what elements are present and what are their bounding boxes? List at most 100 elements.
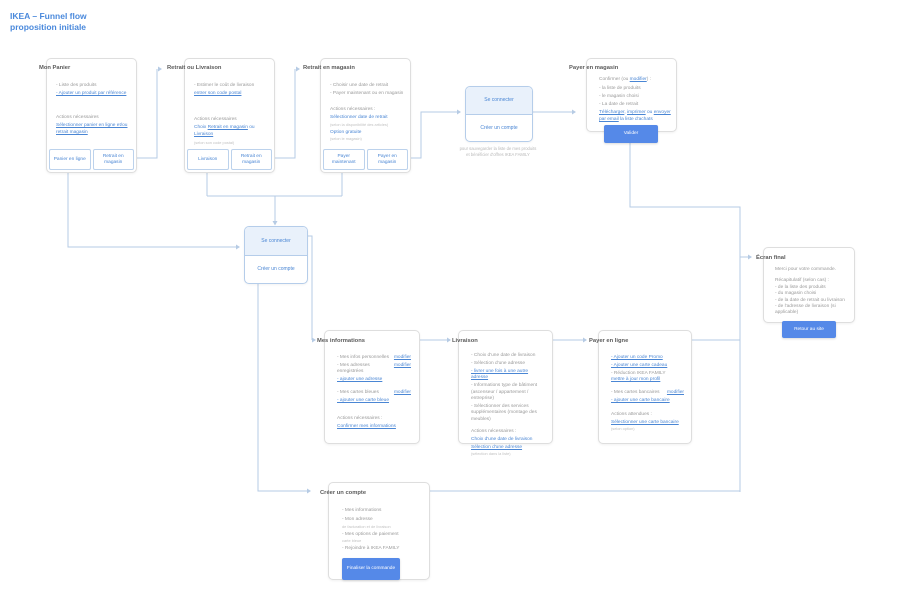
adresses-row: - Mes adresses enregistrées modifier (337, 363, 411, 376)
livraison-button[interactable]: Livraison (187, 149, 229, 170)
payer-en-magasin-button[interactable]: Payer en magasin (366, 149, 408, 170)
link-code-promo[interactable]: - Ajouter un code Promo (611, 355, 663, 360)
modifier-link[interactable]: modifier (666, 389, 684, 395)
retrait-en-magasin-button[interactable]: Retrait en magasin (92, 149, 134, 170)
connector (257, 282, 307, 492)
bullet-cartes-bleues: - Mes cartes bleues (337, 389, 379, 395)
node-content: Confirmer (ou modifier) : - la liste de … (587, 59, 676, 131)
node-mon-panier: Mon Panier - Liste des produits - Ajoute… (39, 58, 137, 173)
bullet-type-batiment: - Informations type de bâtiment (ascense… (471, 383, 538, 401)
link-ajouter-carte-bleue[interactable]: - ajouter une carte bleue (337, 397, 389, 403)
link-mettre-a-jour-profil[interactable]: mettre à jour mon profil (611, 377, 661, 383)
link-confirmer-informations[interactable]: Confirmer mes informations (337, 423, 396, 429)
bullet-rejoindre-family: - Rejoindre à IKEA FAMILY (342, 546, 400, 552)
node-title-payer-en-magasin: Payer en magasin (569, 65, 619, 71)
connector (273, 69, 296, 159)
finaliser-commande-button[interactable]: Finaliser la commande (342, 558, 400, 580)
connector (135, 69, 158, 159)
bullet-cartes-bancaires: - Mes cartes bancaires (611, 389, 660, 395)
node-content: - Choix d'une date de livraison - Sélect… (459, 331, 552, 456)
arrowhead (296, 66, 300, 72)
creer-un-compte-button[interactable]: Créer un compte (257, 266, 295, 273)
node-title-mon-panier: Mon Panier (39, 65, 71, 71)
link-retrait-magasin[interactable]: Retrait en magasin (207, 125, 248, 131)
node-content: Merci pour votre commande. Récapitulatif… (764, 248, 854, 322)
creer-un-compte-button[interactable]: Créer un compte (480, 124, 518, 131)
link-carte-cadeau[interactable]: - Ajouter une carte cadeau (611, 362, 668, 368)
node-payer-en-ligne: Payer en ligne - Ajouter un code Promo -… (589, 330, 692, 444)
link-envoyer-email[interactable]: envoyer par email (599, 110, 671, 122)
recap-item: - de la liste des produits (775, 284, 826, 290)
recap-item: - du magasin choisi (775, 291, 817, 297)
valider-button[interactable]: Valider (604, 125, 658, 143)
button-row: Panier en ligne Retrait en magasin (49, 149, 134, 170)
link-telecharger[interactable]: Télécharger (599, 110, 625, 116)
bullet-services: - Sélectionner des services supplémentai… (471, 403, 537, 422)
node-creer-un-compte: Créer un compte - Mes informations - Mon… (320, 482, 430, 580)
action-note: (selon option) (611, 426, 635, 432)
connector (206, 171, 343, 221)
button-row: Payer maintenant Payer en magasin (323, 149, 408, 170)
arrowhead (272, 221, 278, 226)
node-retrait-ou-livraison: Retrait ou Livraison - Estimer le coût d… (167, 58, 275, 173)
arrowhead (447, 337, 451, 343)
link-livraison[interactable]: Livraison (194, 131, 214, 137)
link-code-postal[interactable]: entrer son code postal (194, 90, 242, 96)
se-connecter-button[interactable]: Se connecter (466, 87, 532, 115)
bullet-mon-adresse: - Mon adresse (342, 517, 373, 523)
node-connexion-mini: Se connecter Créer un compte (465, 86, 533, 142)
action-option-gratuite[interactable]: Option gratuite (330, 129, 362, 135)
caption-line1: pour sauvegarder la liste de mes produit… (459, 146, 537, 151)
bullet-date-retrait: - Choisir une date de retrait (330, 83, 389, 88)
bullet-reduction-family: - Réduction IKEA FAMILY (611, 370, 666, 376)
bullet-estimer-cout: - Estimer le coût de livraison (194, 83, 255, 88)
retrait-en-magasin-button[interactable]: Retrait en magasin (230, 149, 272, 170)
bullet-adresses: - Mes adresses enregistrées (337, 362, 370, 375)
link-imprimer[interactable]: imprimer (627, 110, 646, 116)
action-selection-date[interactable]: Sélectionner date de retrait (330, 115, 388, 121)
bullet-payer: - Payer maintenant ou en magasin (330, 90, 404, 96)
confirm-prefix: Confirmer (ou (599, 77, 630, 82)
retour-au-site-button[interactable]: Retour au site (782, 321, 836, 338)
modifier-link[interactable]: modifier (393, 389, 411, 395)
action-choix-retrait: Choix Retrait en magasin ou Livraison (194, 125, 269, 138)
link-selection-adresse[interactable]: Sélection d'une adresse (471, 444, 523, 450)
panier-en-ligne-button[interactable]: Panier en ligne (49, 149, 91, 170)
node-content: - Liste des produits - Ajouter un produi… (47, 59, 136, 172)
node-title-creer-un-compte: Créer un compte (320, 490, 367, 496)
action-choix-date[interactable]: Choix d'une date de livraison (471, 436, 533, 442)
recap-item: - de la date de retrait ou livraison (775, 297, 845, 303)
node-title-ecran-final: Écran final (756, 255, 786, 261)
payer-maintenant-button[interactable]: Payer maintenant (323, 149, 365, 170)
bullet-magasin-choisi: - le magasin choisi (599, 94, 639, 100)
node-title-retrait-ou-livraison: Retrait ou Livraison (167, 65, 222, 71)
arrowhead (583, 337, 587, 343)
node-livraison: Livraison - Choix d'une date de livraiso… (452, 330, 553, 456)
confirm-line: Confirmer (ou modifier) : (599, 77, 671, 83)
link-selection-retrait[interactable]: Sélectionner panier en ligne et/ou retra… (56, 123, 128, 135)
node-mes-informations: Mes informations - Mes infos personnelle… (317, 330, 420, 444)
link-selectionner-carte[interactable]: Sélectionner une carte bancaire (611, 419, 679, 425)
page-title-line1: IKEA – Funnel flow (10, 11, 87, 21)
recap-label: Récapitulatif (selon cas) : (775, 278, 829, 284)
bullet-date-retrait: - La date de retrait (599, 102, 639, 108)
merci-text: Merci pour votre commande. (775, 267, 837, 272)
link-ajouter-carte-bancaire[interactable]: - ajouter une carte bancaire (611, 397, 670, 403)
actions-label: Actions attendues : (611, 411, 652, 417)
action-date-note: (selon la disponibilité des articles) (330, 121, 389, 127)
node-title-mes-informations: Mes informations (317, 338, 365, 344)
modifier-link[interactable]: modifier (393, 355, 411, 360)
link-modifier[interactable]: modifier (629, 77, 647, 82)
sep: , (624, 110, 628, 116)
bullet-selection-adresse: - Sélection d'une adresse (471, 360, 525, 366)
link-ajouter-adresse[interactable]: - ajouter une adresse (337, 377, 383, 383)
link-ajouter-produit[interactable]: - Ajouter un produit par référence (56, 90, 127, 96)
actions-label: Actions nécessaires : (330, 107, 376, 113)
actions-label: Actions nécessaires (194, 117, 237, 123)
bullet-options-paiement: - Mes options de paiement (342, 531, 399, 537)
modifier-link[interactable]: modifier (393, 362, 411, 368)
link-autre-adresse[interactable]: - livrer une fois à une autre adresse (471, 368, 529, 381)
action-note: (selon son code postal) (194, 139, 235, 145)
se-connecter-button[interactable]: Se connecter (245, 227, 307, 256)
